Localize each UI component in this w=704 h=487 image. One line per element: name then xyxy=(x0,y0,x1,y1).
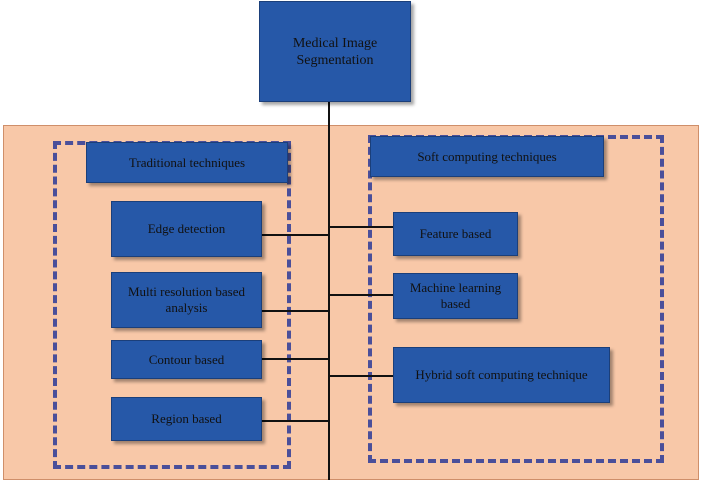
node-feature-based: Feature based xyxy=(393,212,518,256)
connector-contour xyxy=(262,358,329,360)
connector-feature xyxy=(329,226,394,228)
node-hybrid-label: Hybrid soft computing technique xyxy=(415,367,588,382)
node-hybrid: Hybrid soft computing technique xyxy=(393,347,610,403)
connector-edge-detection xyxy=(262,234,329,236)
connector-region xyxy=(262,420,329,422)
node-region-label: Region based xyxy=(151,411,222,426)
traditional-header: Traditional techniques xyxy=(86,142,288,183)
node-contour-label: Contour based xyxy=(148,351,225,367)
soft-header: Soft computing techniques xyxy=(370,136,604,177)
connector-hybrid xyxy=(329,375,394,377)
connector-multi-resolution xyxy=(262,310,329,312)
traditional-header-label: Traditional techniques xyxy=(128,154,246,170)
node-machine-learning: Machine learning based xyxy=(393,273,518,319)
node-machine-learning-label: Machine learning based xyxy=(409,280,502,311)
node-edge-detection: Edge detection xyxy=(111,201,262,257)
node-edge-detection-label: Edge detection xyxy=(147,221,226,236)
root-node-label: Medical Image Segmentation xyxy=(292,35,378,68)
connector-machine-learning xyxy=(329,294,394,296)
trunk-connector xyxy=(328,102,330,480)
node-region: Region based xyxy=(111,397,262,441)
node-contour: Contour based xyxy=(111,340,262,379)
node-multi-resolution-label: Multi resolution based analysis xyxy=(128,284,245,315)
node-feature-based-label: Feature based xyxy=(419,226,492,241)
soft-header-label: Soft computing techniques xyxy=(417,148,557,164)
node-multi-resolution: Multi resolution based analysis xyxy=(111,272,262,328)
root-node: Medical Image Segmentation xyxy=(259,1,411,102)
